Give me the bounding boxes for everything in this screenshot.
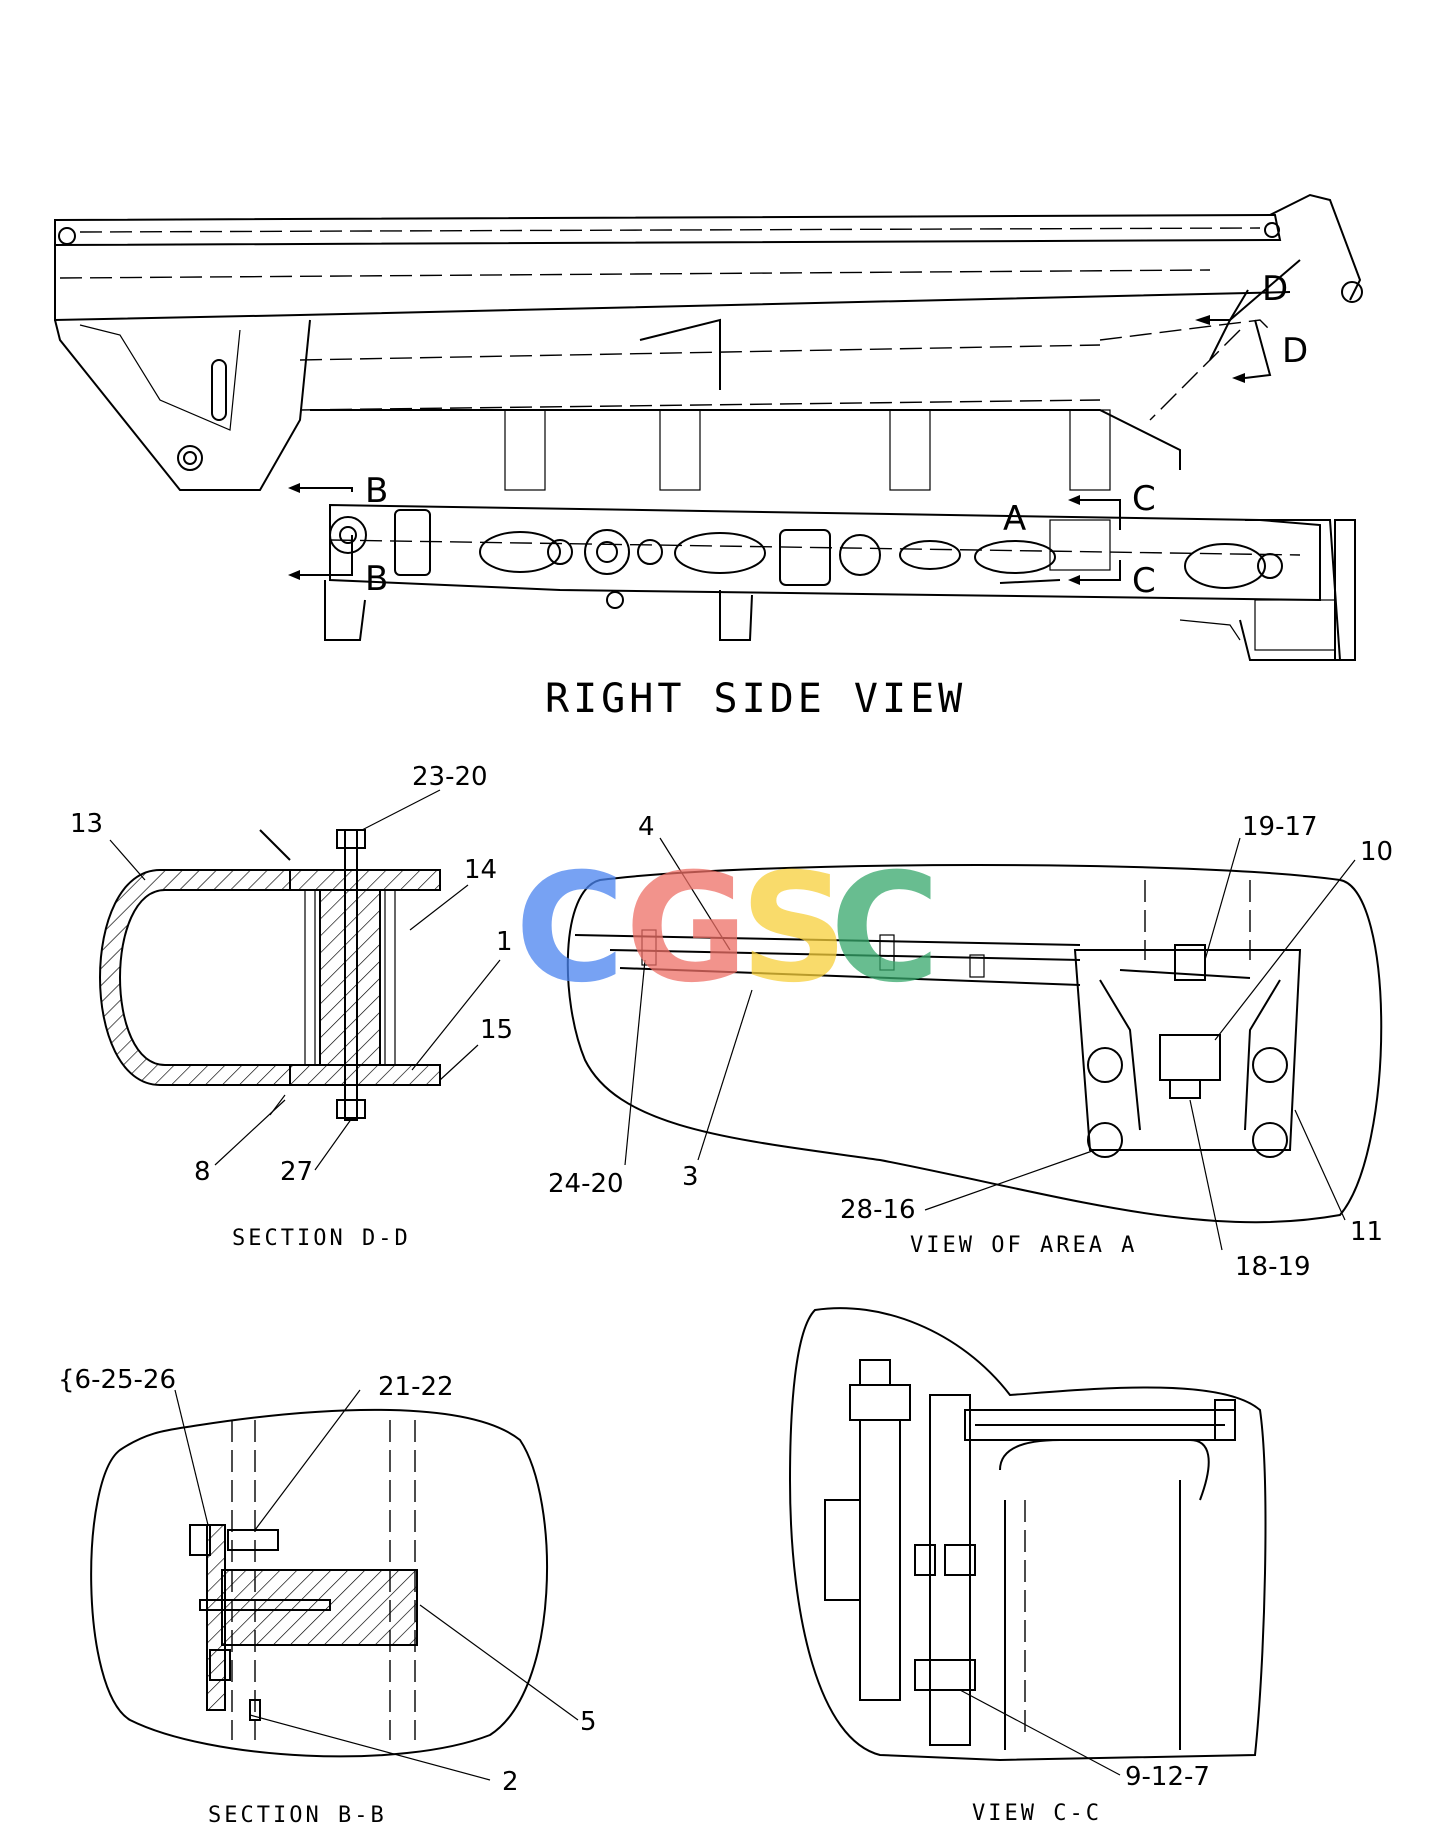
section-bb: {6-25-26 21-22 5 2 SECTION B-B — [58, 1365, 597, 1828]
callout-b-bottom: B — [365, 559, 388, 599]
label-28-16: 28-16 — [840, 1195, 916, 1225]
label-1: 1 — [496, 927, 513, 957]
view-cc-title: VIEW C-C — [972, 1801, 1102, 1826]
area-a-title: VIEW OF AREA A — [910, 1233, 1137, 1258]
label-21-22: 21-22 — [378, 1372, 454, 1402]
label-10: 10 — [1360, 837, 1393, 867]
right-side-view: B B A C C D D RIGHT SIDE VIEW — [54, 193, 1363, 722]
watermark-letter-s: S — [740, 842, 848, 1016]
callout-d-bottom: D — [1282, 331, 1308, 371]
watermark-logo: C G S C — [515, 842, 940, 1016]
callout-b-top: B — [365, 471, 388, 511]
callout-d-top: D — [1262, 269, 1288, 309]
section-dd: 13 23-20 14 1 15 8 27 SECTION D-D — [70, 762, 513, 1251]
label-18-19: 18-19 — [1235, 1252, 1311, 1282]
callout-a: A — [1003, 499, 1026, 539]
callout-c-top: C — [1132, 479, 1156, 519]
watermark-letter-c2: C — [830, 842, 940, 1016]
view-area-a: 4 19-17 10 24-20 3 28-16 11 18-19 VIEW O… — [548, 812, 1393, 1282]
view-cc: 9-12-7 VIEW C-C — [788, 1307, 1267, 1826]
label-11: 11 — [1350, 1217, 1383, 1247]
callout-c-bottom: C — [1132, 561, 1156, 601]
label-8: 8 — [194, 1157, 211, 1187]
label-13: 13 — [70, 809, 103, 839]
label-23-20: 23-20 — [412, 762, 488, 792]
label-24-20: 24-20 — [548, 1169, 624, 1199]
label-5: 5 — [580, 1707, 597, 1737]
section-dd-title: SECTION D-D — [232, 1226, 411, 1251]
label-4: 4 — [638, 812, 655, 842]
label-27: 27 — [280, 1157, 313, 1187]
label-14: 14 — [464, 855, 497, 885]
label-19-17: 19-17 — [1242, 812, 1318, 842]
label-15: 15 — [480, 1015, 513, 1045]
watermark-letter-g: G — [625, 842, 748, 1016]
watermark-letter-c1: C — [515, 842, 625, 1016]
section-bb-title: SECTION B-B — [208, 1803, 387, 1828]
label-3: 3 — [682, 1162, 699, 1192]
label-2: 2 — [502, 1767, 519, 1797]
label-9-12-7: 9-12-7 — [1125, 1762, 1210, 1792]
right-side-view-title: RIGHT SIDE VIEW — [545, 676, 966, 722]
label-6-25-26: {6-25-26 — [58, 1365, 176, 1395]
